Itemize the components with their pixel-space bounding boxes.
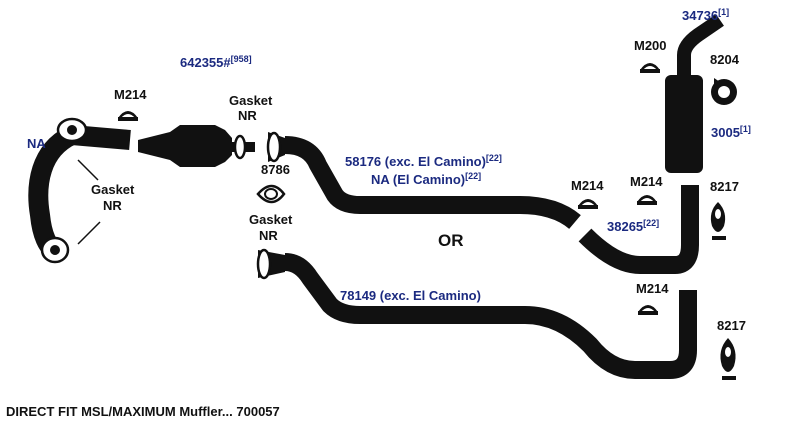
label-gasket-left-nr: NR bbox=[103, 198, 122, 213]
label-gasket-low-nr: NR bbox=[259, 228, 278, 243]
cat-outlet-flange bbox=[233, 134, 247, 160]
label-gasket-top: Gasket bbox=[229, 93, 273, 108]
label-8204: 8204 bbox=[710, 52, 740, 67]
label-m214-lower: M214 bbox=[636, 281, 669, 296]
clamp-m214-mid bbox=[578, 199, 598, 209]
catalytic-converter bbox=[138, 125, 255, 167]
muffler-3005 bbox=[665, 14, 724, 173]
pipe-58176-flange bbox=[266, 131, 282, 163]
hanger-8204 bbox=[711, 78, 737, 105]
clamp-m214-left bbox=[118, 111, 138, 121]
clamp-m200 bbox=[640, 63, 660, 73]
y-pipe-flange-upper-hole bbox=[67, 125, 77, 135]
gasket-leader-upper bbox=[77, 159, 99, 181]
pipe-58176 bbox=[266, 131, 699, 274]
label-na: NA bbox=[27, 136, 46, 151]
y-pipe bbox=[28, 117, 131, 264]
pipe-78149-flange bbox=[256, 248, 272, 280]
clamp-m214-lower bbox=[638, 305, 658, 315]
gasket-leader-lower bbox=[77, 221, 101, 245]
label-m214-right: M214 bbox=[630, 174, 663, 189]
y-pipe-flange-lower-hole bbox=[50, 245, 60, 255]
label-8217-upper: 8217 bbox=[710, 179, 739, 194]
label-gasket-left: Gasket bbox=[91, 182, 135, 197]
label-or: OR bbox=[438, 231, 464, 250]
label-58176: 58176 (exc. El Camino)[22] bbox=[345, 153, 502, 169]
label-8786: 8786 bbox=[261, 162, 290, 177]
label-3005: 3005[1] bbox=[711, 124, 751, 140]
pipe-78149 bbox=[256, 248, 697, 379]
label-34736: 34736[1] bbox=[682, 7, 729, 23]
gasket-8786 bbox=[256, 184, 286, 204]
label-na-el-camino: NA (El Camino)[22] bbox=[371, 171, 481, 187]
hanger-8217-lower bbox=[720, 338, 736, 380]
label-m214-left: M214 bbox=[114, 87, 147, 102]
label-gasket-top-nr: NR bbox=[238, 108, 257, 123]
label-38265: 38265[22] bbox=[607, 218, 659, 234]
label-78149: 78149 (exc. El Camino) bbox=[340, 288, 481, 303]
hanger-8217-upper bbox=[710, 202, 726, 240]
clamp-m214-right bbox=[637, 195, 657, 205]
label-642355: 642355#[958] bbox=[180, 54, 252, 70]
label-gasket-low: Gasket bbox=[249, 212, 293, 227]
label-m214-mid: M214 bbox=[571, 178, 604, 193]
caption: DIRECT FIT MSL/MAXIMUM Muffler... 700057 bbox=[6, 404, 280, 419]
label-m200: M200 bbox=[634, 38, 667, 53]
label-8217-lower: 8217 bbox=[717, 318, 746, 333]
